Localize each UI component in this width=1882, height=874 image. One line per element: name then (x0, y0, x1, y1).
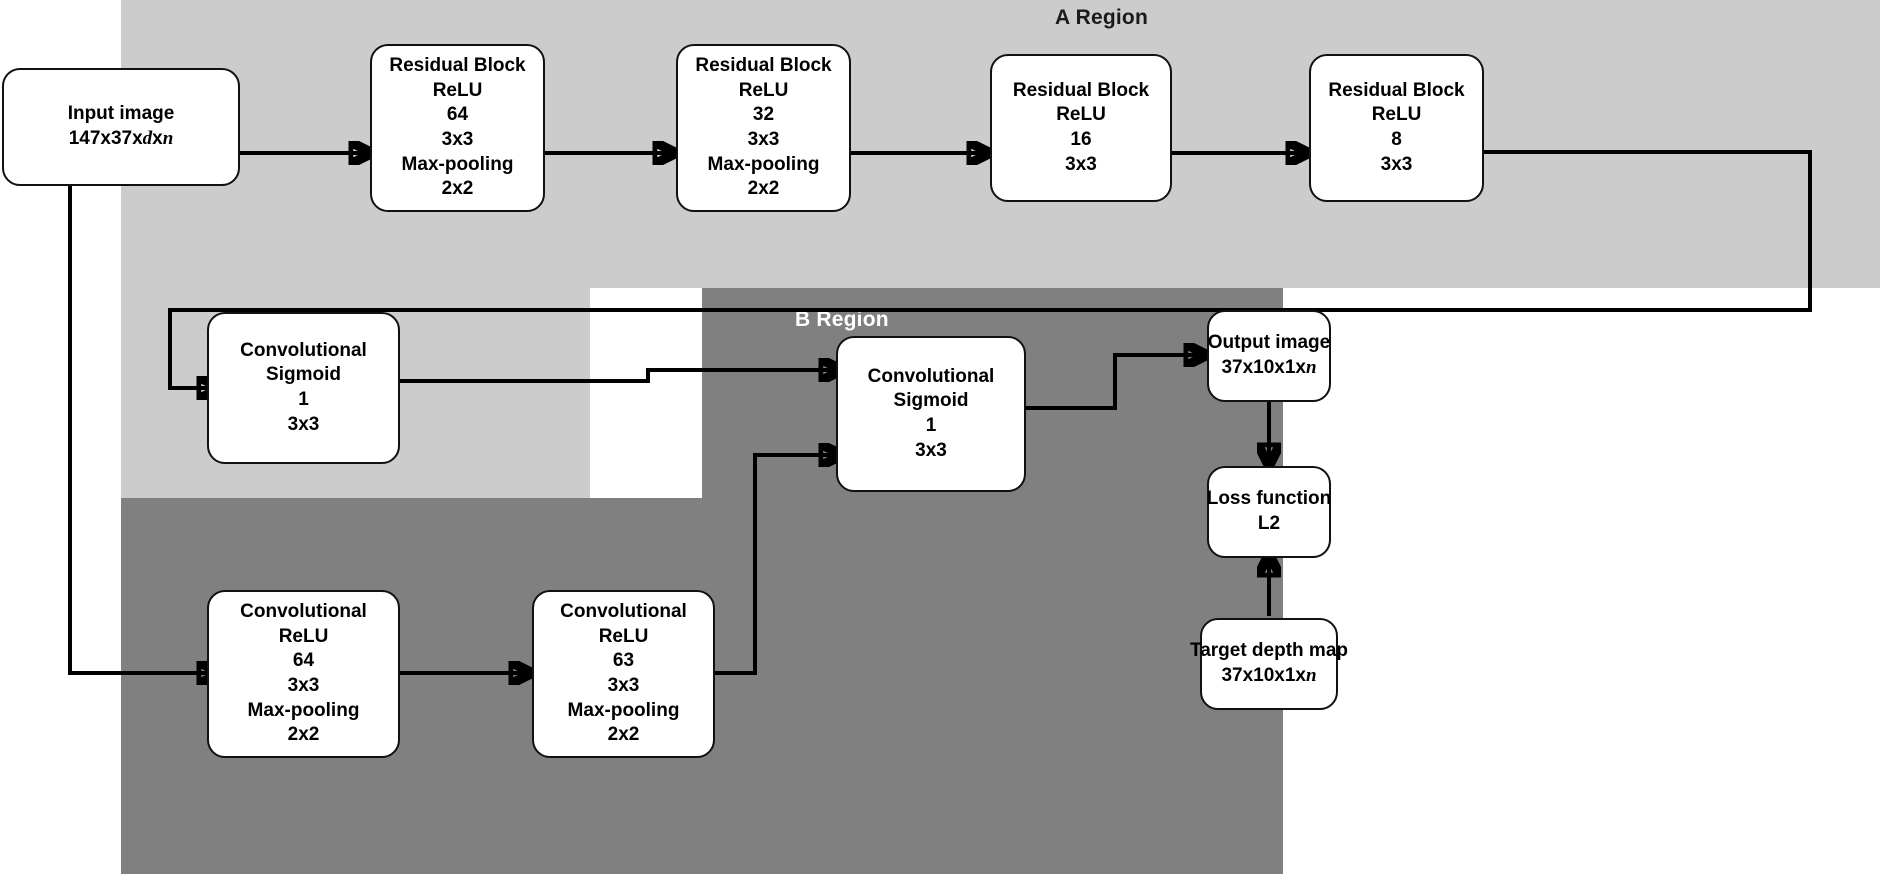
node-residual-block-4[interactable]: Residual Block ReLU 8 3x3 (1309, 54, 1484, 202)
node-output-image-dims: 37x10x1xn (1221, 357, 1317, 378)
node-residual-block-4-line-1: ReLU (1371, 104, 1422, 126)
node-residual-block-2-line-3: 3x3 (747, 129, 780, 150)
node-residual-block-3-line-1: ReLU (1056, 104, 1106, 126)
node-conv-relu-64[interactable]: Convolutional ReLU 64 3x3 Max-pooling 2x… (207, 590, 400, 758)
node-loss-function-line-1: L2 (1257, 513, 1281, 534)
node-residual-block-1[interactable]: Residual Block ReLU 64 3x3 Max-pooling 2… (370, 44, 545, 212)
node-conv-relu-63-line-0: Convolutional (560, 600, 687, 622)
node-residual-block-3-line-3: 3x3 (1065, 153, 1097, 175)
node-conv-sigmoid-b-line-0: Convolutional (867, 365, 995, 387)
node-residual-block-4-line-2: 8 (1391, 129, 1402, 150)
node-residual-block-3-line-0: Residual Block (1012, 79, 1150, 101)
node-output-image-line-0: Output image (1207, 332, 1331, 354)
node-conv-relu-64-line-4: Max-pooling (247, 699, 360, 721)
node-residual-block-1-line-5: 2x2 (441, 178, 474, 200)
node-target-depth-map-line-0: Target depth map (1190, 640, 1348, 662)
node-conv-relu-64-line-5: 2x2 (287, 724, 320, 746)
node-input-image-line-0: Input image (67, 103, 175, 125)
node-residual-block-3[interactable]: Residual Block ReLU 16 3x3 (990, 54, 1172, 202)
node-residual-block-2-line-2: 32 (752, 104, 775, 126)
node-residual-block-4-line-0: Residual Block (1328, 79, 1465, 101)
node-target-depth-map[interactable]: Target depth map 37x10x1xn (1190, 618, 1348, 710)
node-conv-relu-63-line-1: ReLU (598, 625, 649, 647)
node-residual-block-2-line-4: Max-pooling (707, 153, 820, 175)
node-conv-sigmoid-b-line-1: Sigmoid (893, 390, 969, 412)
node-conv-sigmoid-a-line-2: 1 (298, 389, 309, 410)
node-conv-relu-63[interactable]: Convolutional ReLU 63 3x3 Max-pooling 2x… (532, 590, 715, 758)
node-conv-relu-63-line-5: 2x2 (607, 724, 640, 746)
node-input-image-dims: 147x37xdxn (68, 128, 174, 149)
node-residual-block-1-line-3: 3x3 (441, 129, 474, 150)
node-conv-sigmoid-b-line-2: 1 (925, 415, 937, 436)
node-conv-sigmoid-b[interactable]: Convolutional Sigmoid 1 3x3 (836, 336, 1026, 492)
node-residual-block-1-line-4: Max-pooling (401, 153, 514, 175)
node-loss-function[interactable]: Loss function L2 (1207, 466, 1331, 558)
node-output-image[interactable]: Output image 37x10x1xn (1207, 310, 1331, 402)
node-residual-block-2-line-1: ReLU (738, 79, 789, 101)
node-target-depth-map-dims: 37x10x1xn (1221, 665, 1317, 686)
node-residual-block-3-line-2: 16 (1070, 129, 1092, 150)
node-conv-relu-64-line-1: ReLU (278, 625, 329, 647)
node-conv-relu-64-line-3: 3x3 (287, 675, 320, 696)
node-conv-sigmoid-a-line-3: 3x3 (287, 413, 320, 435)
node-conv-sigmoid-a[interactable]: Convolutional Sigmoid 1 3x3 (207, 312, 400, 464)
node-residual-block-2[interactable]: Residual Block ReLU 32 3x3 Max-pooling 2… (676, 44, 851, 212)
node-conv-relu-63-line-2: 63 (612, 650, 635, 672)
node-residual-block-1-line-0: Residual Block (389, 54, 526, 76)
node-residual-block-2-line-0: Residual Block (695, 54, 832, 76)
node-residual-block-2-line-5: 2x2 (747, 178, 780, 200)
node-input-image[interactable]: Input image 147x37xdxn (2, 68, 240, 186)
node-residual-block-1-line-2: 64 (446, 104, 469, 126)
node-conv-relu-64-line-2: 64 (292, 650, 315, 672)
node-loss-function-line-0: Loss function (1206, 488, 1332, 510)
region-b-label: B Region (795, 308, 889, 331)
node-conv-relu-63-line-4: Max-pooling (567, 699, 680, 721)
node-residual-block-4-line-3: 3x3 (1380, 153, 1413, 175)
node-conv-sigmoid-b-line-3: 3x3 (915, 439, 947, 461)
region-a-label: A Region (1055, 6, 1148, 29)
node-conv-relu-64-line-0: Convolutional (240, 600, 367, 622)
node-residual-block-1-line-1: ReLU (432, 79, 483, 101)
node-conv-sigmoid-a-line-1: Sigmoid (266, 364, 341, 386)
node-conv-sigmoid-a-line-0: Convolutional (240, 339, 367, 361)
node-conv-relu-63-line-3: 3x3 (607, 675, 640, 696)
